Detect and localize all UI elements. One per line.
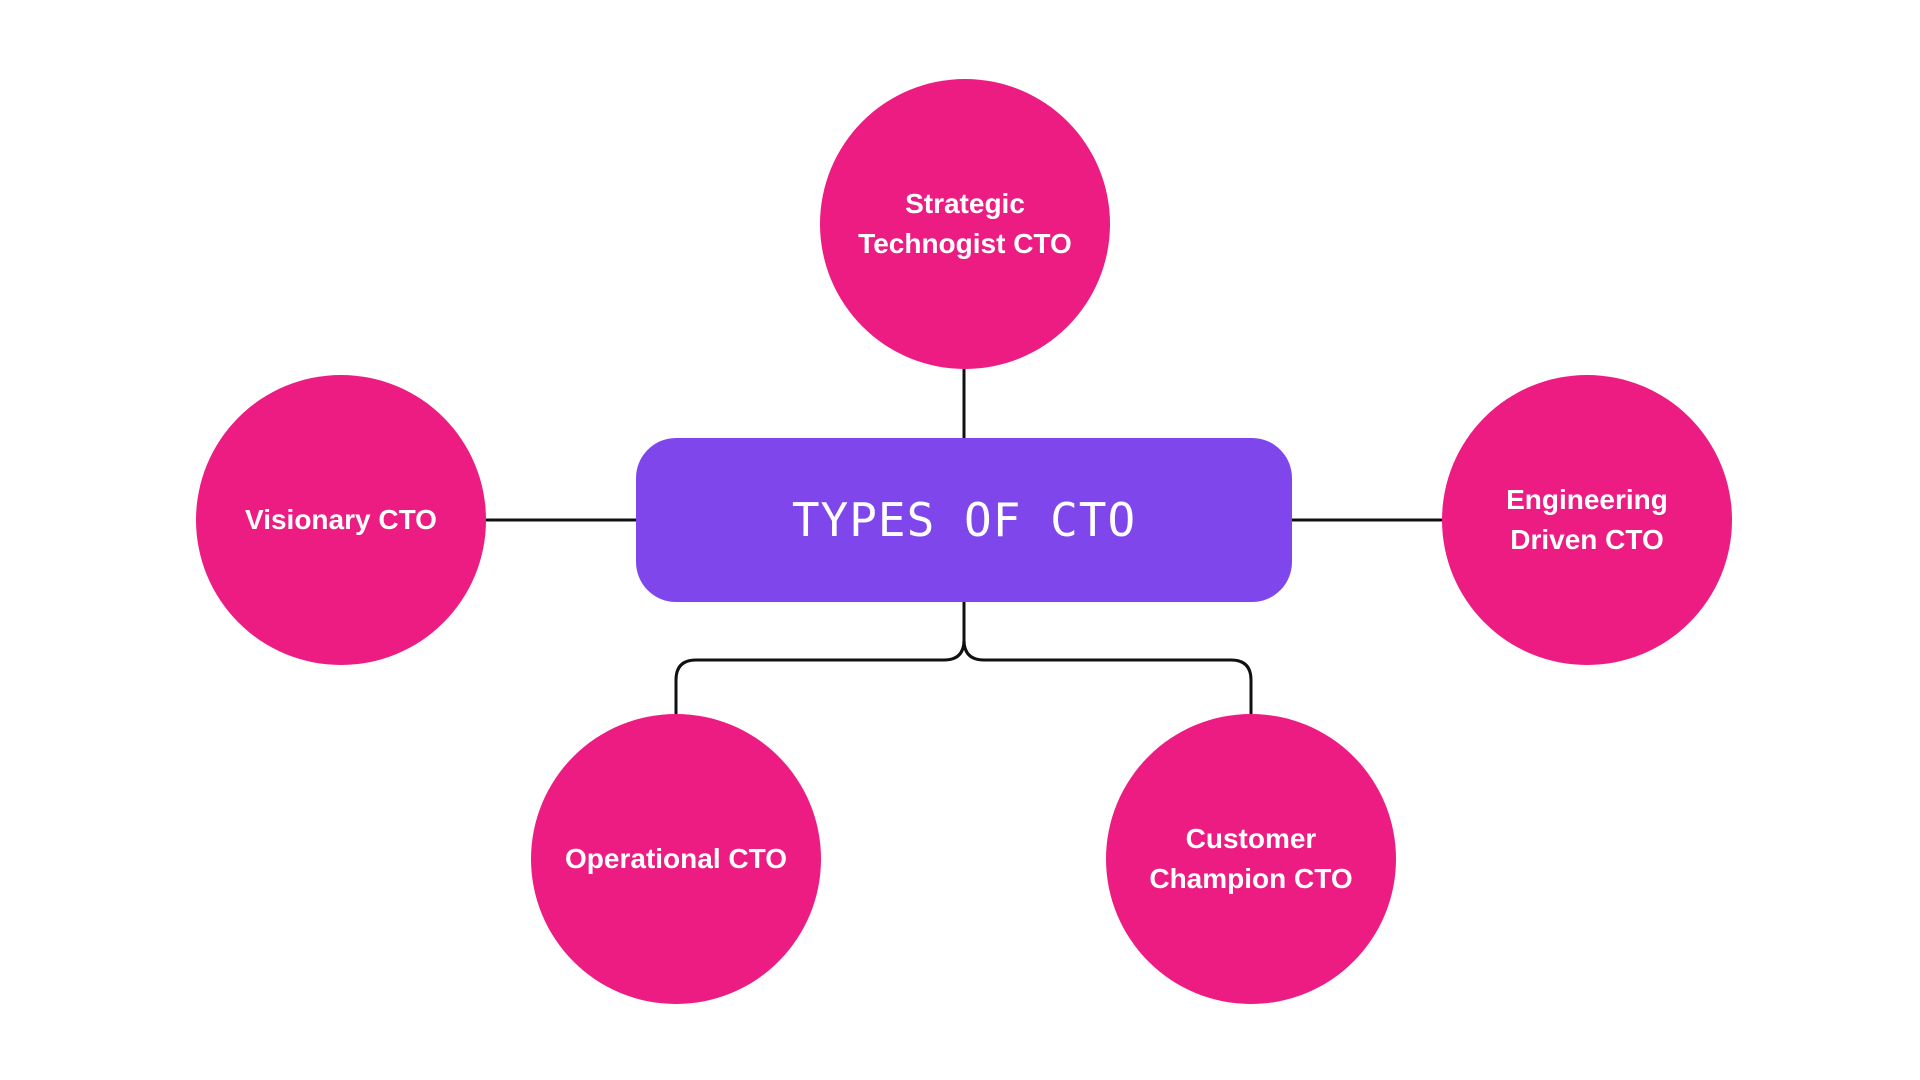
- node-engineering-driven-cto: Engineering Driven CTO: [1442, 375, 1732, 665]
- node-visionary-cto: Visionary CTO: [196, 375, 486, 665]
- node-label: Customer Champion CTO: [1149, 823, 1353, 894]
- center-node: TYPES OF CTO: [636, 438, 1292, 602]
- node-label: Operational CTO: [565, 843, 787, 874]
- node-label: Strategic Technogist CTO: [858, 188, 1072, 259]
- node-strategic-technogist-cto: Strategic Technogist CTO: [820, 79, 1110, 369]
- node-operational-cto: Operational CTO: [531, 714, 821, 1004]
- edge-center-customer: [962, 602, 1253, 714]
- edge-center-operational: [674, 602, 966, 714]
- node-customer-champion-cto: Customer Champion CTO: [1106, 714, 1396, 1004]
- node-label: Engineering Driven CTO: [1506, 484, 1668, 555]
- center-title: TYPES OF CTO: [791, 493, 1137, 547]
- node-label: Visionary CTO: [245, 504, 437, 535]
